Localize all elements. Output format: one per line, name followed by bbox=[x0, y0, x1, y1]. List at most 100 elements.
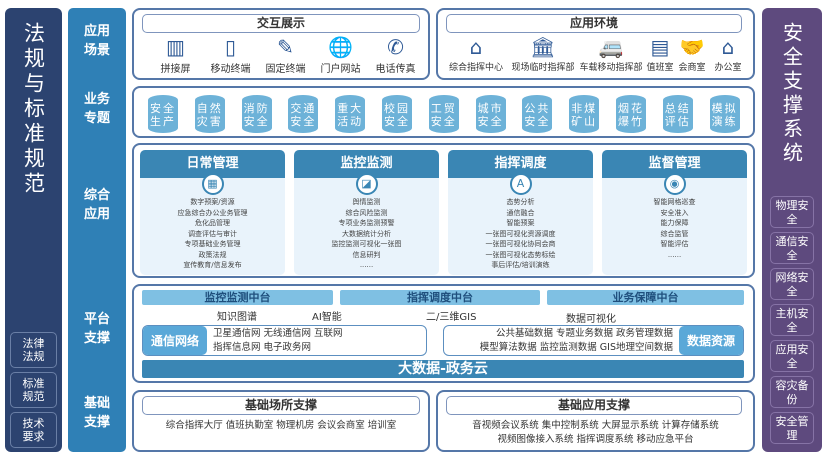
data-row: 模型算法数据 监控监测数据 GIS地理空间数据 bbox=[479, 342, 673, 353]
app-card-item: 专项基础业务管理 bbox=[184, 240, 241, 248]
data-row: 公共基础数据 专题业务数据 政务管理数据 bbox=[495, 328, 673, 339]
app-card-item: ...... bbox=[359, 261, 374, 269]
capability: 知识图谱 bbox=[217, 312, 257, 323]
environment-title: 应用环境 bbox=[446, 14, 742, 33]
environment-item: 🤝会商室 bbox=[676, 34, 708, 73]
app-card-item: 态势分析 bbox=[506, 198, 535, 206]
security-panel: 安全支撑系统 物理安全通信安全网络安全主机安全应用安全容灾备份安全管理 bbox=[762, 8, 822, 452]
regulation-item: 法律法规 bbox=[10, 332, 57, 368]
app-card-item: 信息研判 bbox=[352, 250, 381, 259]
layer-labels: 应用场景 业务专题 综合应用 平台支撑 基础支撑 bbox=[68, 8, 126, 452]
environment-label: 现场临时指挥部 bbox=[511, 63, 575, 73]
environment-label: 综合指挥中心 bbox=[448, 63, 503, 73]
topic-cylinder: 公共安全 bbox=[522, 95, 553, 133]
app-card-item: 综合风险监测 bbox=[345, 208, 388, 217]
cloud-bar: 大数据-政务云 bbox=[142, 360, 744, 378]
app-card-item: 危化品管理 bbox=[195, 219, 230, 227]
vehicle-icon: 🚐 bbox=[598, 35, 624, 59]
regulation-item: 技术要求 bbox=[10, 412, 57, 448]
environment-item: ▤值班室 bbox=[644, 34, 676, 73]
layer-label: 业务专题 bbox=[83, 92, 110, 126]
splice-screen-icon: ▥ bbox=[166, 35, 185, 59]
data-resources-box: 公共基础数据 专题业务数据 政务管理数据 模型算法数据 监控监测数据 GIS地理… bbox=[443, 325, 744, 356]
app-card-camera: 监督管理◉智能网格巡查安全准入能力保障综合监管智能评估...... bbox=[602, 150, 747, 275]
base-apps-title: 基础应用支撑 bbox=[446, 396, 742, 415]
home-icon: ⌂ bbox=[469, 35, 483, 59]
environment-box: 应用环境 ⌂ 综合指挥中心 🏛现场临时指挥部🚐车载移动指挥部▤值班室🤝会商室⌂办公室 bbox=[436, 8, 755, 80]
interaction-item: ✎ 固定终端 bbox=[258, 34, 313, 75]
environment-item: ⌂ 综合指挥中心 bbox=[444, 34, 508, 73]
app-card-item: 一张图可视化资源调度 bbox=[485, 229, 556, 238]
app-card-item: 安全准入 bbox=[660, 208, 689, 217]
topic-cylinder: 安全生产 bbox=[148, 95, 178, 133]
globe-icon: 🌐 bbox=[328, 35, 353, 59]
environment-item: 🏛现场临时指挥部 bbox=[508, 34, 578, 73]
base-apps-box: 基础应用支撑 音视频会议系统 集中控制系统 大屏显示系统 计算存储系统 视频图像… bbox=[436, 390, 755, 452]
environment-label: 办公室 bbox=[714, 63, 742, 73]
app-card-item: 智能预案 bbox=[506, 219, 535, 227]
app-card-title: 指挥调度 bbox=[448, 150, 593, 178]
app-card-item: 调查评估与审计 bbox=[188, 229, 237, 238]
network-label: 通信网络 bbox=[143, 326, 207, 355]
interaction-label: 固定终端 bbox=[265, 64, 306, 75]
layer-label: 应用场景 bbox=[83, 24, 110, 58]
network-row: 指挥信息网 电子政务网 bbox=[213, 342, 312, 353]
sites-title: 基础场所支撑 bbox=[142, 396, 420, 415]
app-card-item: 一张图可视化态势标绘 bbox=[485, 250, 556, 259]
platform-center: 业务保障中台 bbox=[547, 290, 744, 305]
topics-box: 安全生产自然灾害消防安全交通安全重大活动校园安全工贸安全城市安全公共安全非煤矿山… bbox=[132, 86, 755, 138]
app-card-item: 宣传教育/信息发布 bbox=[183, 261, 242, 269]
topic-cylinder: 消防安全 bbox=[241, 95, 272, 133]
capability: AI智能 bbox=[312, 312, 342, 323]
layer-label: 平台支撑 bbox=[83, 312, 110, 346]
interaction-label: 拼接屏 bbox=[160, 64, 191, 75]
topic-cylinder: 交通安全 bbox=[288, 95, 319, 133]
app-card-calendar: 日常管理▦数字预案/资源应急综合办公业务管理危化品管理调查评估与审计专项基础业务… bbox=[140, 150, 285, 275]
topic-cylinder: 烟花爆竹 bbox=[616, 95, 646, 133]
app-card-item: 事后评估/培训演练 bbox=[491, 261, 550, 269]
interaction-item: ✆电话传真 bbox=[368, 34, 423, 75]
security-item: 物理安全 bbox=[770, 196, 814, 228]
app-card-title: 日常管理 bbox=[140, 150, 285, 178]
security-item: 安全管理 bbox=[770, 412, 814, 444]
interaction-label: 电话传真 bbox=[375, 64, 416, 75]
regulations-title: 法规与标准规范 bbox=[21, 22, 46, 197]
environment-label: 会商室 bbox=[678, 63, 706, 73]
capability: 二/三维GIS bbox=[426, 312, 477, 323]
platform-center: 指挥调度中台 bbox=[340, 290, 540, 305]
data-label: 数据资源 bbox=[679, 326, 743, 355]
applications-box: 日常管理▦数字预案/资源应急综合办公业务管理危化品管理调查评估与审计专项基础业务… bbox=[132, 143, 755, 278]
capability: 数据可视化 bbox=[566, 314, 616, 325]
topic-cylinder: 总结评估 bbox=[662, 95, 693, 133]
pin-icon: ✎ bbox=[277, 35, 294, 59]
network-box: 通信网络 卫星通信网 无线通信网 互联网 指挥信息网 电子政务网 bbox=[142, 325, 427, 356]
platform-center: 监控监测中台 bbox=[142, 290, 333, 305]
layer-label: 综合应用 bbox=[83, 188, 110, 222]
environment-item: 🚐车载移动指挥部 bbox=[578, 34, 644, 73]
app-card-item: 智能网格巡查 bbox=[653, 198, 696, 206]
app-card-item: 一张图可视化协同会商 bbox=[485, 240, 556, 248]
security-item: 网络安全 bbox=[770, 268, 814, 300]
duty-room-icon: ▤ bbox=[650, 35, 670, 59]
app-card-item: 数字预案/资源 bbox=[190, 198, 235, 206]
base-apps-row: 音视频会议系统 集中控制系统 大屏显示系统 计算存储系统 bbox=[472, 420, 719, 431]
topic-cylinder: 重大活动 bbox=[335, 95, 366, 133]
app-card-item: 综合监管 bbox=[660, 229, 689, 238]
interaction-label: 门户网站 bbox=[320, 64, 361, 75]
topic-cylinder: 城市安全 bbox=[475, 95, 506, 133]
interaction-title: 交互展示 bbox=[142, 14, 420, 33]
sites-row: 综合指挥大厅 值班执勤室 物理机房 会议会商室 培训室 bbox=[165, 420, 397, 431]
topic-cylinder: 工贸安全 bbox=[428, 95, 459, 133]
security-item: 通信安全 bbox=[770, 232, 814, 264]
platform-box: 监控监测中台 指挥调度中台 业务保障中台 知识图谱 AI智能 二/三维GIS 数… bbox=[132, 284, 755, 383]
app-card-item: 智能评估 bbox=[660, 240, 689, 248]
app-card-monitor: 监控监测◪舆情监测综合风险监测专项业务监测预警大数据统计分析监控监测可视化一张图… bbox=[294, 150, 439, 275]
app-card-item: 监控监测可视化一张图 bbox=[331, 240, 402, 248]
environment-item: ⌂办公室 bbox=[708, 34, 748, 73]
topic-cylinder: 自然灾害 bbox=[194, 95, 225, 133]
security-item: 主机安全 bbox=[770, 304, 814, 336]
base-apps-row: 视频图像接入系统 指挥调度系统 移动应急平台 bbox=[497, 434, 694, 445]
regulation-item: 标准规范 bbox=[10, 372, 57, 408]
security-item: 容灾备份 bbox=[770, 376, 814, 408]
interaction-item: ▯移动终端 bbox=[203, 34, 258, 75]
